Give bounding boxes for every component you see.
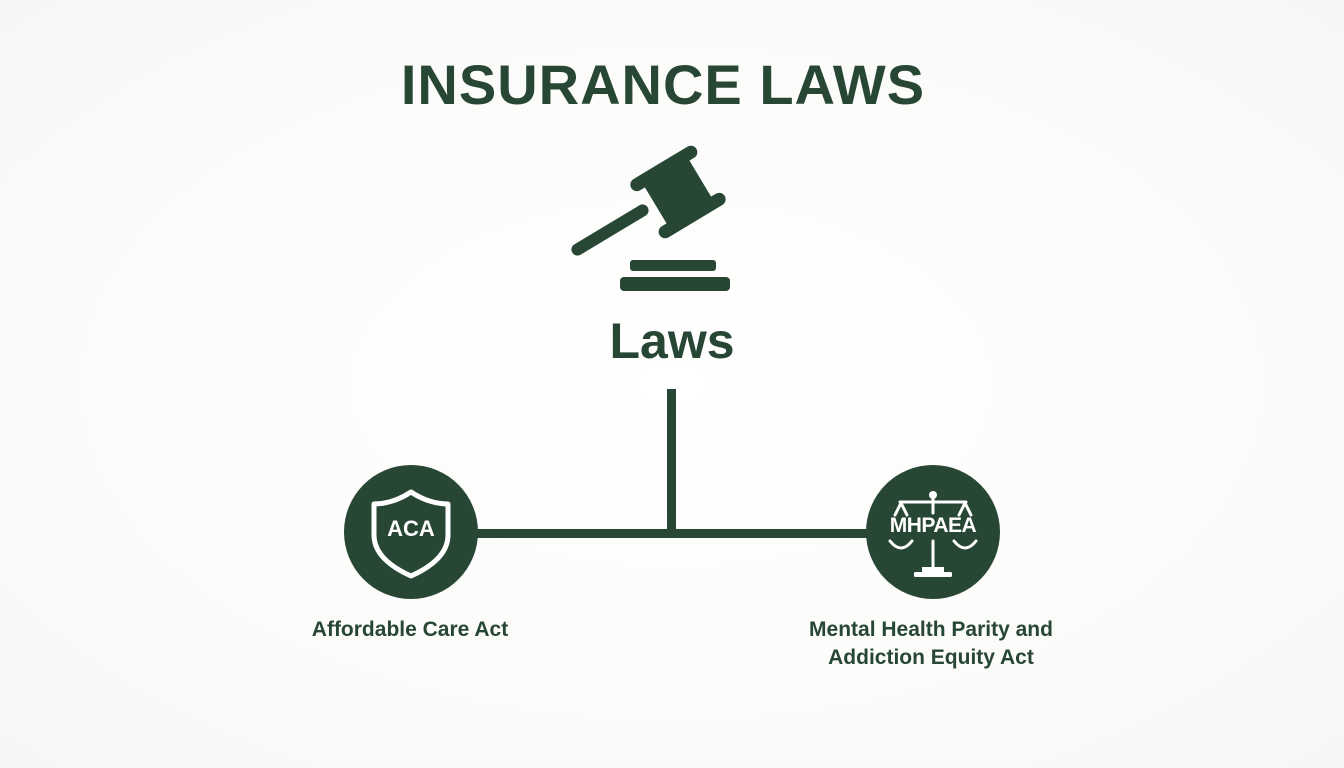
mhpaea-caption-line-1: Mental Health Parity and (809, 618, 1053, 641)
aca-badge-text: ACA (387, 516, 435, 541)
gavel-icon (562, 140, 742, 302)
mhpaea-badge-text: MHPAEA (889, 514, 977, 537)
mhpaea-caption: Mental Health Parity and Addiction Equit… (770, 616, 1092, 672)
vertical-connector (667, 389, 676, 534)
aca-node: ACA (344, 465, 478, 599)
mhpaea-caption-line-2: Addiction Equity Act (828, 646, 1034, 669)
page-title: INSURANCE LAWS (400, 53, 926, 116)
scales-of-justice-icon (888, 491, 978, 577)
center-node-label: Laws (609, 313, 735, 369)
aca-caption: Affordable Care Act (311, 618, 509, 641)
mhpaea-node: MHPAEA (866, 465, 1000, 599)
horizontal-connector (470, 529, 872, 538)
shield-icon (371, 489, 451, 579)
